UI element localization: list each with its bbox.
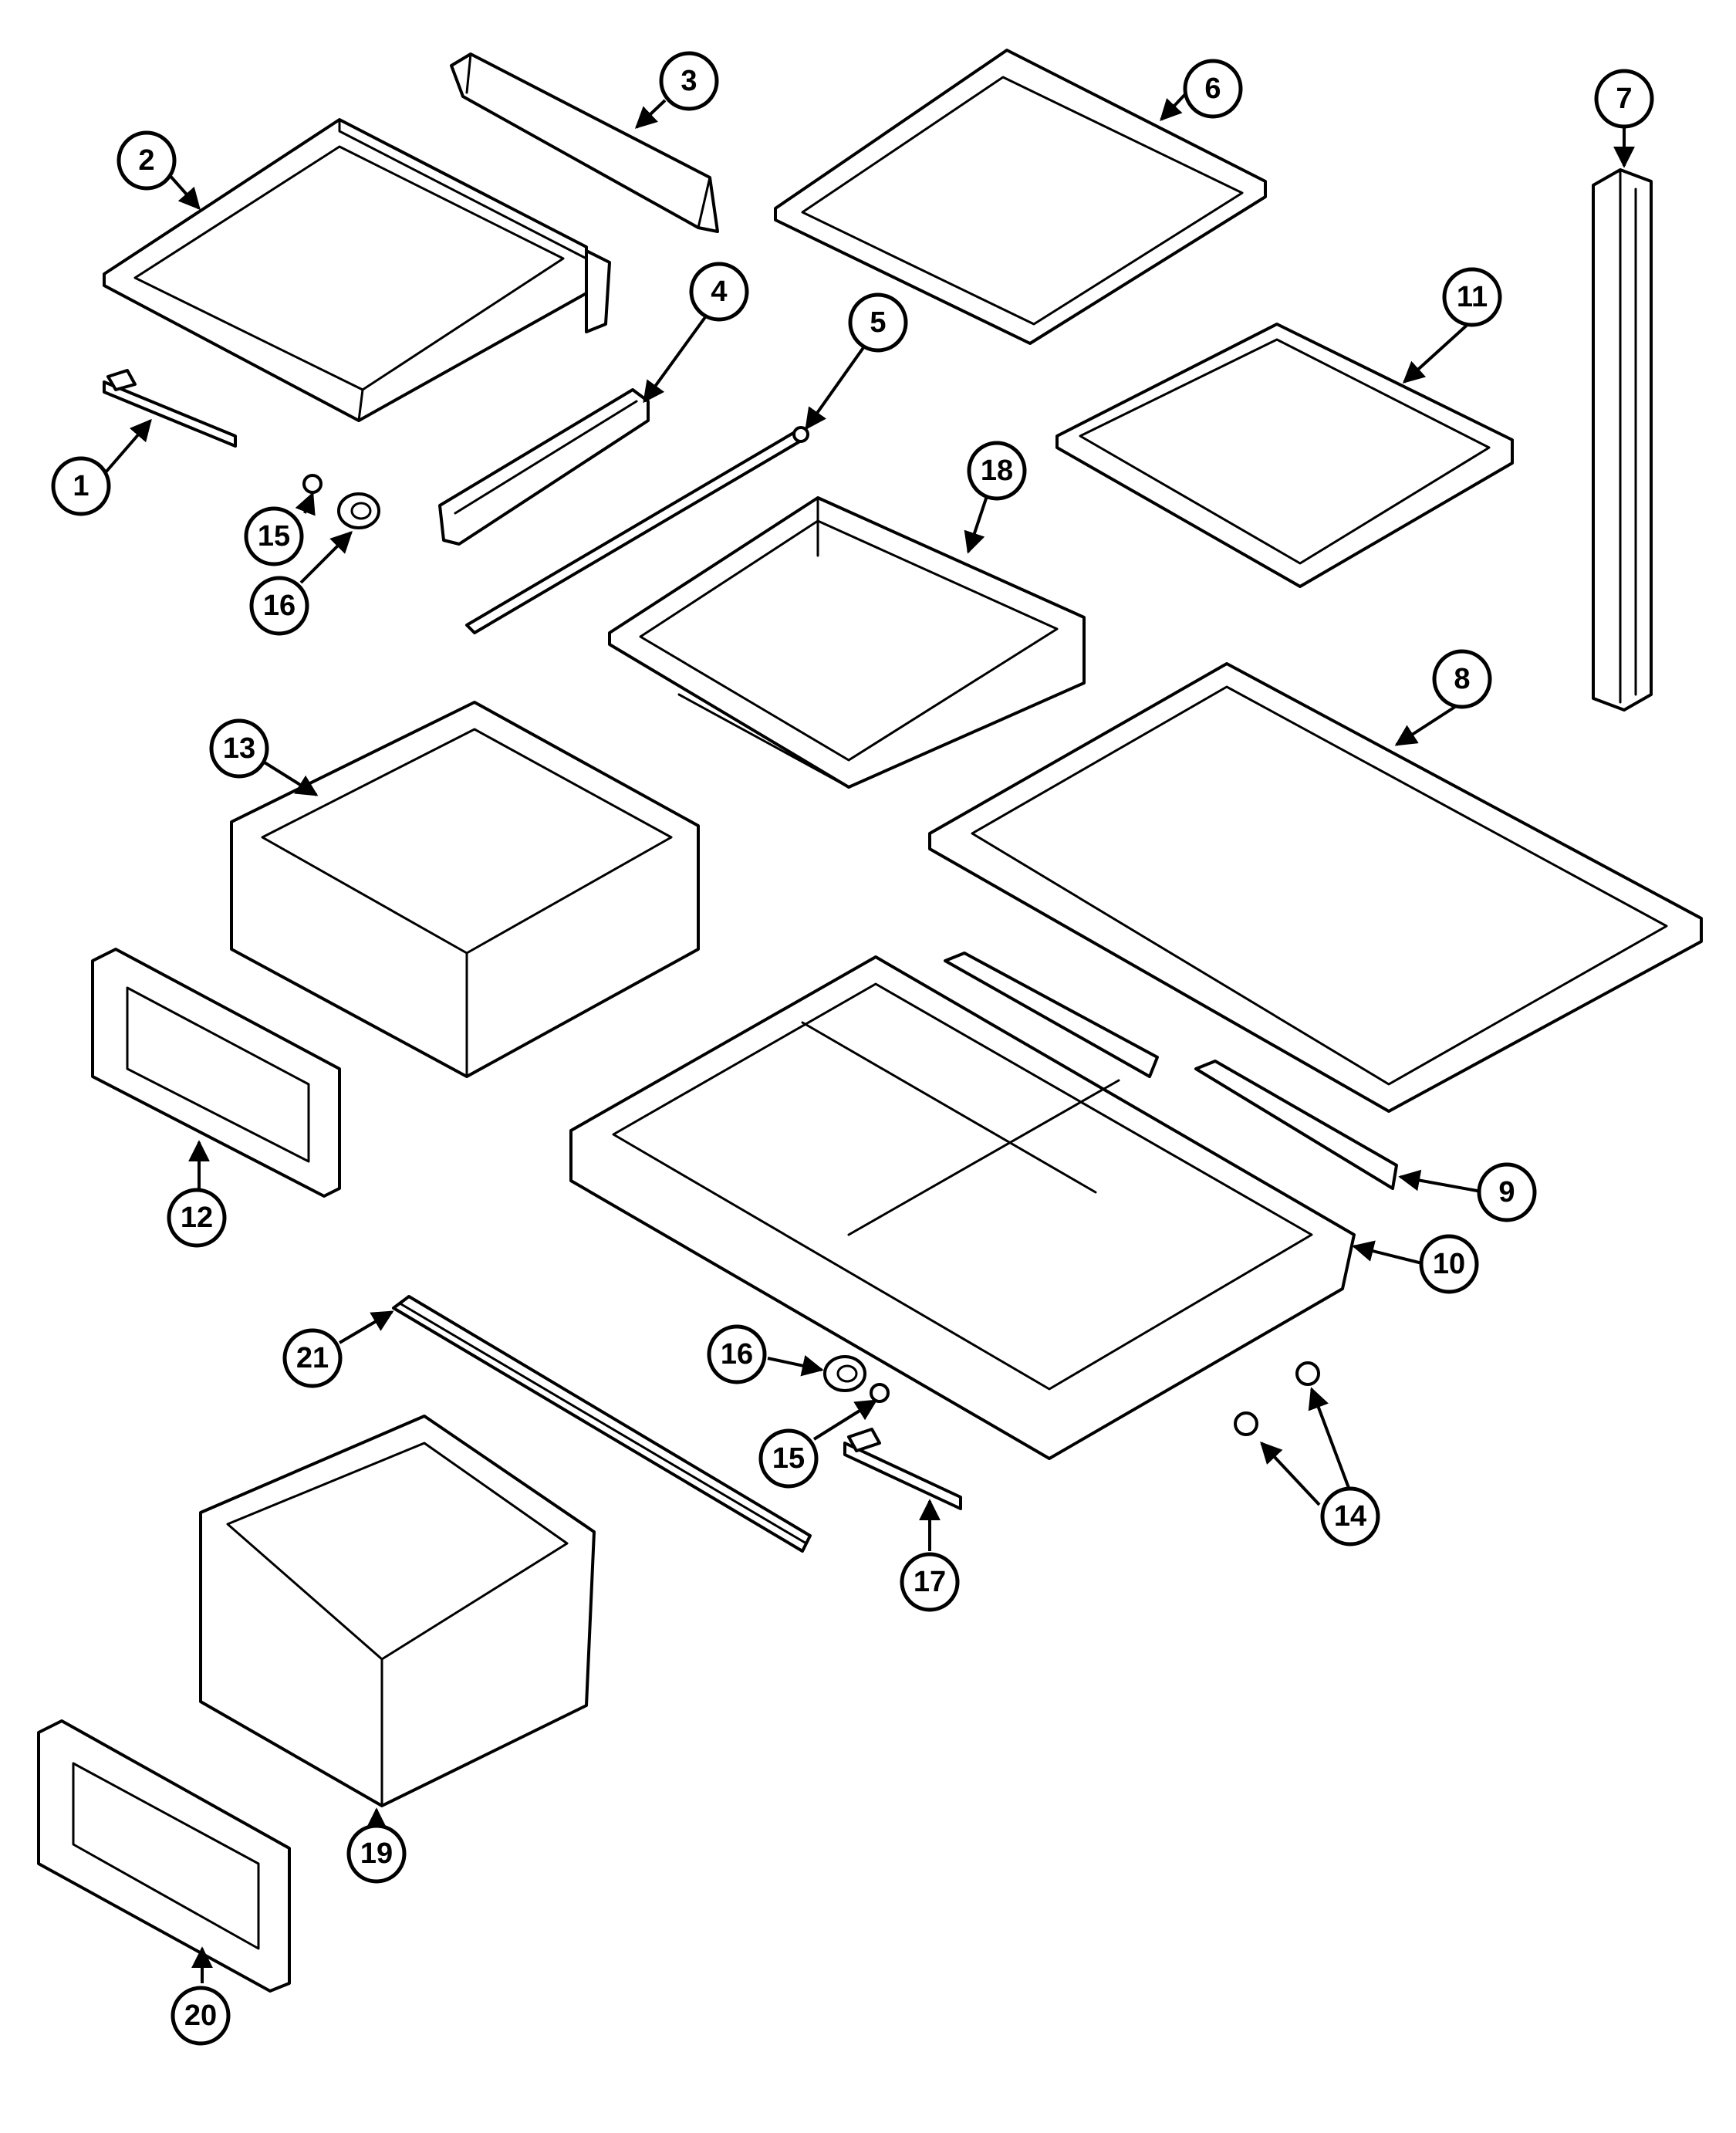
callout-label: 8 <box>1454 663 1470 695</box>
callout-label: 6 <box>1204 73 1221 105</box>
part-13-crisper-drawer <box>230 701 700 1078</box>
part-4-support-channel <box>438 388 650 546</box>
part-19-crisper-drawer <box>199 1415 596 1807</box>
callout-8: 8 <box>1432 649 1492 709</box>
callout-label: 16 <box>263 590 296 622</box>
callout-label: 10 <box>1433 1248 1465 1280</box>
callout-15-upper: 15 <box>244 506 304 566</box>
callout-10: 10 <box>1419 1234 1479 1294</box>
callout-label: 1 <box>73 470 89 502</box>
callout-label: 13 <box>223 732 255 765</box>
part-11-wire-shelf <box>1055 323 1514 588</box>
callout-5: 5 <box>848 292 908 353</box>
part-7-ladder-rail <box>1592 168 1653 712</box>
callout-16-upper: 16 <box>249 576 309 636</box>
callout-13: 13 <box>209 718 269 779</box>
part-15-screw-lower <box>870 1383 890 1403</box>
part-20-crisper-front <box>37 1719 291 1993</box>
callout-9: 9 <box>1477 1162 1537 1222</box>
callout-label: 17 <box>914 1566 946 1598</box>
part-1-slide <box>103 369 237 448</box>
callout-label: 9 <box>1498 1176 1515 1208</box>
part-8-large-glass-shelf <box>928 662 1703 1113</box>
callout-label: 12 <box>181 1202 213 1234</box>
callout-label: 5 <box>870 306 886 339</box>
part-3-rail <box>450 52 719 233</box>
callout-17: 17 <box>900 1552 960 1612</box>
part-14-screws <box>1234 1361 1320 1436</box>
callout-label: 18 <box>981 455 1013 487</box>
callout-2: 2 <box>117 130 177 191</box>
callout-7: 7 <box>1594 69 1654 129</box>
part-9-rails <box>944 952 1398 1190</box>
part-10-crisper-cover-frame <box>569 955 1356 1460</box>
callout-label: 7 <box>1616 83 1632 115</box>
callout-19: 19 <box>346 1824 407 1884</box>
callout-12: 12 <box>167 1188 227 1248</box>
part-12-crisper-front <box>91 948 341 1198</box>
part-16-roller-upper <box>337 492 380 529</box>
callout-label: 20 <box>184 1999 217 2032</box>
part-6-glass-shelf <box>774 49 1267 345</box>
callout-3: 3 <box>659 51 719 111</box>
part-18-shelf-mechanism <box>608 496 1086 789</box>
leader-lines <box>99 90 1635 1983</box>
part-21-rail <box>392 1295 812 1553</box>
part-16-roller-lower <box>823 1355 866 1392</box>
callout-label: 2 <box>138 144 154 177</box>
callout-11: 11 <box>1442 267 1502 327</box>
callout-label: 14 <box>1334 1500 1366 1533</box>
part-17-slide <box>843 1428 962 1510</box>
callout-label: 16 <box>721 1338 753 1371</box>
callout-label: 4 <box>711 275 727 308</box>
callout-label: 19 <box>360 1837 393 1870</box>
callout-18: 18 <box>967 441 1027 501</box>
callout-6: 6 <box>1183 59 1243 119</box>
callout-label: 21 <box>296 1342 329 1374</box>
callout-16-lower: 16 <box>707 1324 767 1384</box>
callout-4: 4 <box>689 262 749 322</box>
part-2-glass-shelf <box>103 118 611 422</box>
callout-label: 15 <box>258 520 290 553</box>
callout-20: 20 <box>171 1986 231 2046</box>
callout-21: 21 <box>282 1328 343 1388</box>
callout-label: 3 <box>681 65 697 97</box>
callout-label: 15 <box>772 1442 805 1475</box>
callout-label: 11 <box>1457 281 1488 313</box>
callout-15-lower: 15 <box>758 1428 819 1489</box>
part-5-rod <box>465 426 809 634</box>
part-15-screw-upper <box>302 474 323 494</box>
callout-1: 1 <box>51 456 111 516</box>
callout-14: 14 <box>1320 1486 1380 1547</box>
